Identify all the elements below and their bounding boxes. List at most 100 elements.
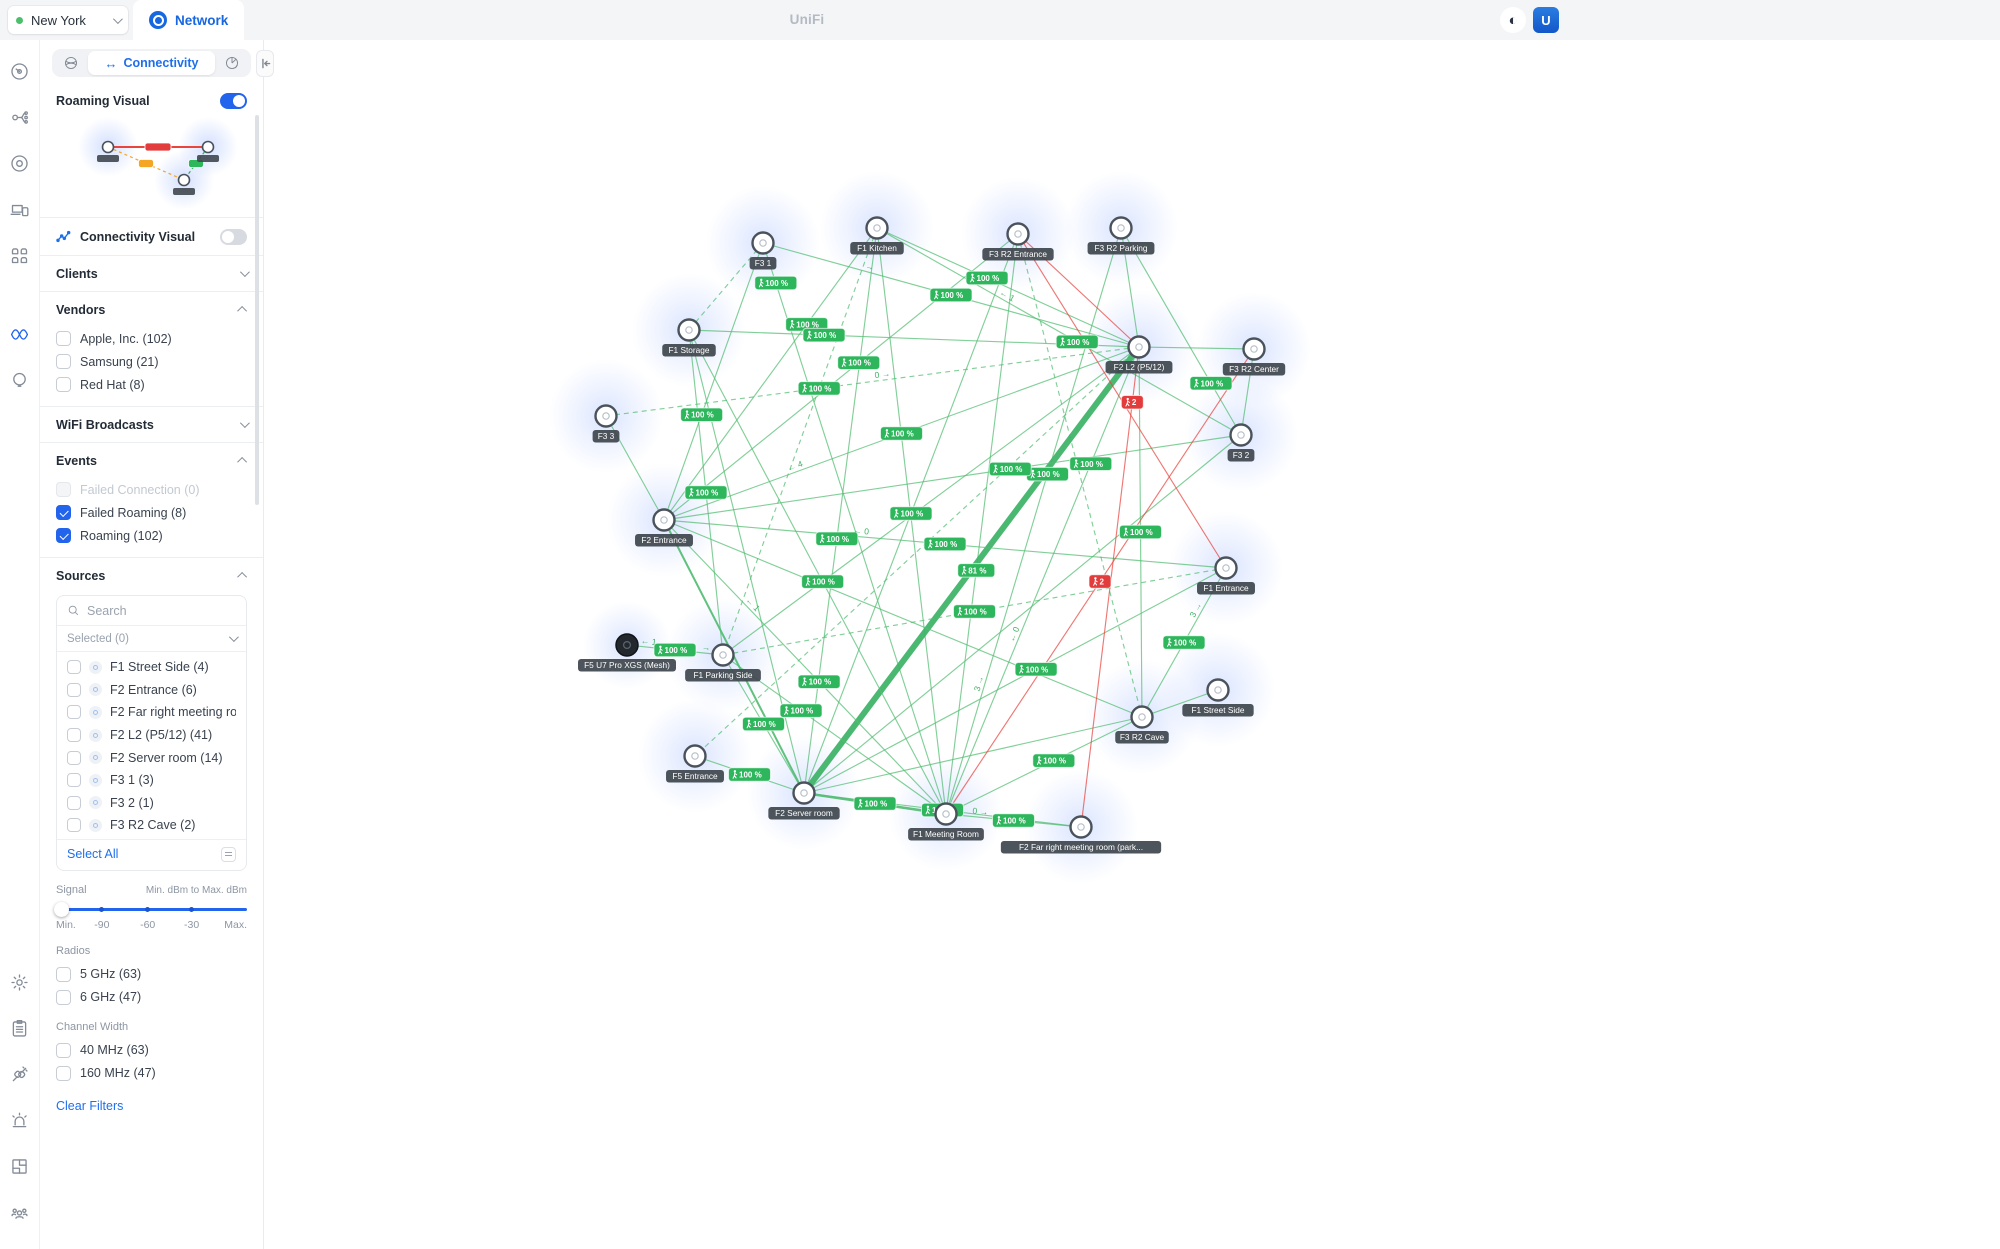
connectivity-visual-toggle[interactable] bbox=[220, 228, 247, 245]
checkbox[interactable] bbox=[67, 705, 81, 720]
walk-icon bbox=[957, 607, 963, 616]
node-f3-r2-cave[interactable]: F3 R2 Cave bbox=[1115, 705, 1169, 744]
source-row[interactable]: F3 1 (3) bbox=[67, 769, 236, 792]
collapse-panel-button[interactable] bbox=[256, 50, 274, 77]
slider-track[interactable] bbox=[56, 907, 247, 912]
edge-badge-label: 2 bbox=[1100, 578, 1105, 587]
rail-insights-button[interactable] bbox=[5, 319, 35, 349]
node-f5-u7-pro[interactable]: F5 U7 Pro XGS (Mesh) bbox=[578, 633, 676, 672]
checkbox[interactable] bbox=[67, 682, 81, 697]
channel-width-row[interactable]: 40 MHz (63) bbox=[56, 1039, 247, 1062]
rail-logs-button[interactable] bbox=[5, 1013, 35, 1043]
section-vendors[interactable]: Vendors bbox=[56, 292, 248, 327]
checkbox[interactable] bbox=[56, 354, 71, 369]
checkbox[interactable] bbox=[56, 989, 71, 1005]
node-f1-parking-side[interactable]: F1 Parking Side bbox=[685, 643, 761, 682]
checkbox[interactable] bbox=[56, 528, 71, 543]
node-f3-r2-entrance[interactable]: F3 R2 Entrance bbox=[982, 222, 1054, 261]
checkbox[interactable] bbox=[67, 773, 81, 788]
event-row[interactable]: Failed Roaming (8) bbox=[56, 501, 247, 524]
rail-hotspot-button[interactable] bbox=[5, 365, 35, 395]
section-sources[interactable]: Sources bbox=[56, 558, 248, 593]
mesh-view-button[interactable] bbox=[54, 51, 88, 75]
selected-dropdown[interactable]: Selected (0) bbox=[57, 626, 246, 652]
event-row[interactable]: Failed Connection (0) bbox=[56, 478, 247, 501]
checkbox[interactable] bbox=[56, 377, 71, 392]
edge-badge: 81 % bbox=[957, 563, 996, 578]
node-f1-entrance[interactable]: F1 Entrance bbox=[1197, 556, 1255, 595]
channel-width-row[interactable]: 160 MHz (47) bbox=[56, 1062, 247, 1085]
node-f5-entrance[interactable]: F5 Entrance bbox=[666, 744, 724, 783]
rail-alerts-button[interactable] bbox=[5, 1105, 35, 1135]
source-row[interactable]: F2 Server room (14) bbox=[67, 746, 236, 769]
connectivity-view-button[interactable]: ↔ Connectivity bbox=[88, 51, 215, 75]
checkbox[interactable] bbox=[56, 1042, 71, 1058]
rail-integrations-button[interactable] bbox=[5, 1059, 35, 1089]
node-f2-far-right[interactable]: F2 Far right meeting room (park... bbox=[1000, 815, 1162, 854]
source-row[interactable]: F3 2 (1) bbox=[67, 792, 236, 815]
node-f2-entrance[interactable]: F2 Entrance bbox=[635, 508, 693, 547]
vendor-row[interactable]: Apple, Inc. (102) bbox=[56, 327, 247, 350]
connectivity-visual-row: Connectivity Visual bbox=[56, 218, 247, 255]
node-f1-street-side[interactable]: F1 Street Side bbox=[1182, 678, 1254, 717]
rail-dashboard-button[interactable] bbox=[5, 56, 35, 86]
radio-row[interactable]: 6 GHz (47) bbox=[56, 986, 247, 1009]
edge-f1-kitchen--f1-meeting-room bbox=[876, 227, 947, 815]
node-f1-meeting-room[interactable]: F1 Meeting Room bbox=[908, 802, 984, 841]
search-input[interactable] bbox=[87, 603, 227, 618]
event-row[interactable]: Roaming (102) bbox=[56, 524, 247, 547]
vendor-row[interactable]: Samsung (21) bbox=[56, 350, 247, 373]
tab-network[interactable]: Network bbox=[133, 0, 245, 40]
checkbox[interactable] bbox=[56, 1065, 71, 1081]
source-row[interactable]: F3 R2 Cave (2) bbox=[67, 814, 236, 837]
section-clients[interactable]: Clients bbox=[56, 256, 250, 291]
checkbox[interactable] bbox=[56, 505, 71, 520]
node-label: F3 R2 Entrance bbox=[989, 249, 1047, 259]
node-f3-3[interactable]: F3 3 bbox=[592, 404, 620, 443]
checkbox[interactable] bbox=[56, 482, 71, 497]
channels-view-button[interactable] bbox=[215, 51, 249, 75]
radio-row[interactable]: 5 GHz (63) bbox=[56, 963, 247, 986]
source-row[interactable]: F2 L2 (P5/12) (41) bbox=[67, 724, 236, 747]
rail-clients-button[interactable] bbox=[5, 194, 35, 224]
left-icon-rail bbox=[0, 40, 40, 1249]
node-f1-kitchen[interactable]: F1 Kitchen bbox=[850, 216, 904, 255]
clear-filters-link[interactable]: Clear Filters bbox=[56, 1098, 124, 1113]
node-f3-2[interactable]: F3 2 bbox=[1227, 423, 1255, 462]
checkbox[interactable] bbox=[67, 660, 81, 675]
checkbox[interactable] bbox=[56, 966, 71, 982]
node-f2-l2-p5-12[interactable]: F2 L2 (P5/12) bbox=[1105, 335, 1173, 374]
list-options-button[interactable] bbox=[221, 846, 236, 862]
rail-applications-button[interactable] bbox=[5, 240, 35, 270]
unifi-account-button[interactable]: U bbox=[1533, 7, 1559, 33]
section-wifi-broadcasts[interactable]: WiFi Broadcasts bbox=[56, 407, 250, 442]
edge-badge: 100 % bbox=[797, 674, 841, 689]
source-row[interactable]: F2 Far right meeting ro... (1) bbox=[67, 701, 236, 724]
rail-settings-button[interactable] bbox=[5, 967, 35, 997]
roaming-visual-toggle[interactable] bbox=[220, 93, 247, 109]
checkbox[interactable] bbox=[67, 750, 81, 765]
theme-toggle-icon[interactable]: ◐ bbox=[1500, 7, 1526, 33]
node-f3-r2-parking[interactable]: F3 R2 Parking bbox=[1087, 216, 1155, 255]
checkbox[interactable] bbox=[67, 818, 81, 833]
source-row[interactable]: F2 Entrance (6) bbox=[67, 679, 236, 702]
source-row[interactable]: F1 Street Side (4) bbox=[67, 656, 236, 679]
sidebar-scrollbar[interactable] bbox=[255, 115, 259, 505]
select-all-link[interactable]: Select All bbox=[67, 847, 119, 862]
node-f3-r2-center[interactable]: F3 R2 Center bbox=[1222, 337, 1286, 376]
node-f2-server-room[interactable]: F2 Server room bbox=[768, 781, 840, 820]
section-events[interactable]: Events bbox=[56, 443, 248, 478]
node-f3-1[interactable]: F3 1 bbox=[749, 231, 777, 270]
checkbox[interactable] bbox=[67, 795, 81, 810]
site-switcher[interactable]: New York bbox=[8, 6, 128, 34]
rail-floorplan-button[interactable] bbox=[5, 1151, 35, 1181]
slider-knob[interactable] bbox=[54, 901, 69, 917]
slider-stop-dot bbox=[144, 906, 151, 913]
checkbox[interactable] bbox=[67, 728, 81, 743]
rail-topology-button[interactable] bbox=[5, 102, 35, 132]
node-f1-storage[interactable]: F1 Storage bbox=[662, 318, 716, 357]
vendor-row[interactable]: Red Hat (8) bbox=[56, 373, 247, 396]
rail-admins-button[interactable] bbox=[5, 1197, 35, 1227]
rail-devices-button[interactable] bbox=[5, 148, 35, 178]
checkbox[interactable] bbox=[56, 331, 71, 346]
